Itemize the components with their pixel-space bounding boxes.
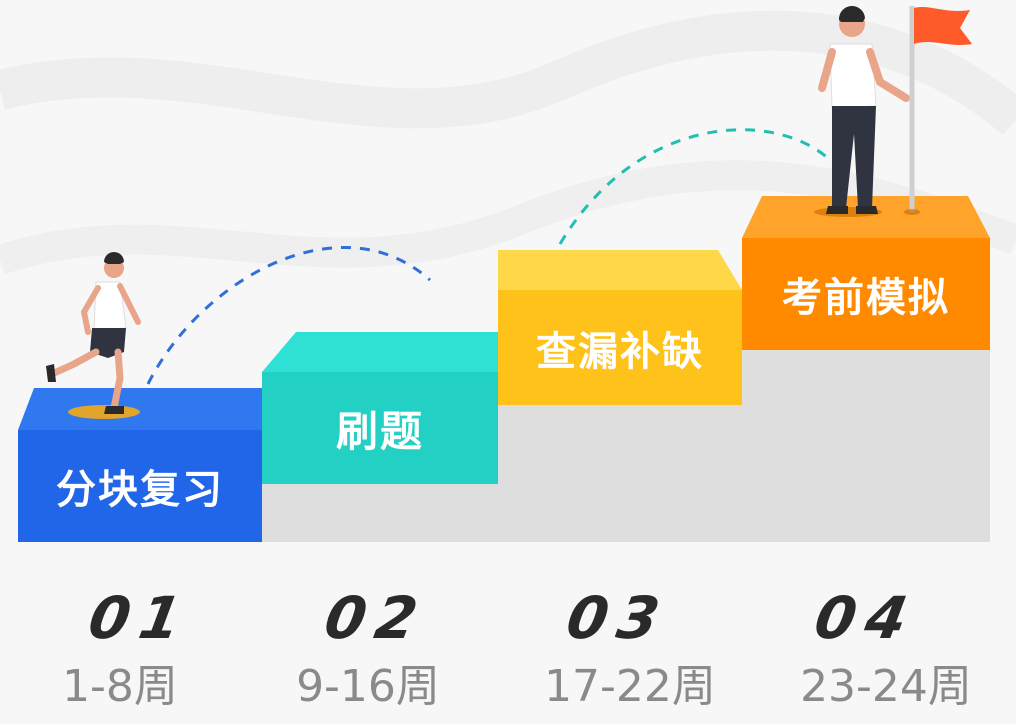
step-2-number: 02 [319, 584, 433, 652]
arc-2 [558, 128, 834, 245]
step-4: 考前模拟 [742, 196, 990, 350]
step-1: 分块复习 [18, 388, 262, 542]
step-4-weeks: 23-24周 [800, 661, 972, 712]
riser-2 [498, 405, 742, 542]
riser-3 [742, 350, 990, 542]
riser-1 [262, 484, 498, 542]
standing-person-icon [814, 5, 910, 217]
step-1-top [18, 388, 262, 430]
step-3: 查漏补缺 [498, 250, 742, 405]
step-4-label: 考前模拟 [742, 238, 990, 350]
step-2-weeks: 9-16周 [296, 661, 440, 712]
step-3-label: 查漏补缺 [498, 290, 742, 405]
step-4-top [742, 196, 990, 238]
step-3-number: 03 [561, 584, 675, 652]
step-1-number: 01 [83, 584, 197, 652]
flag-icon [904, 6, 972, 215]
step-3-weeks: 17-22周 [544, 661, 716, 712]
arc-1 [146, 246, 431, 385]
step-2-top [262, 332, 498, 372]
step-3-top [498, 250, 742, 290]
step-1-weeks: 1-8周 [62, 661, 178, 712]
step-4-number: 04 [809, 584, 923, 652]
running-person-icon [46, 252, 141, 419]
step-2-label: 刷题 [262, 372, 498, 484]
step-2: 刷题 [262, 332, 498, 484]
step-1-label: 分块复习 [18, 430, 262, 542]
